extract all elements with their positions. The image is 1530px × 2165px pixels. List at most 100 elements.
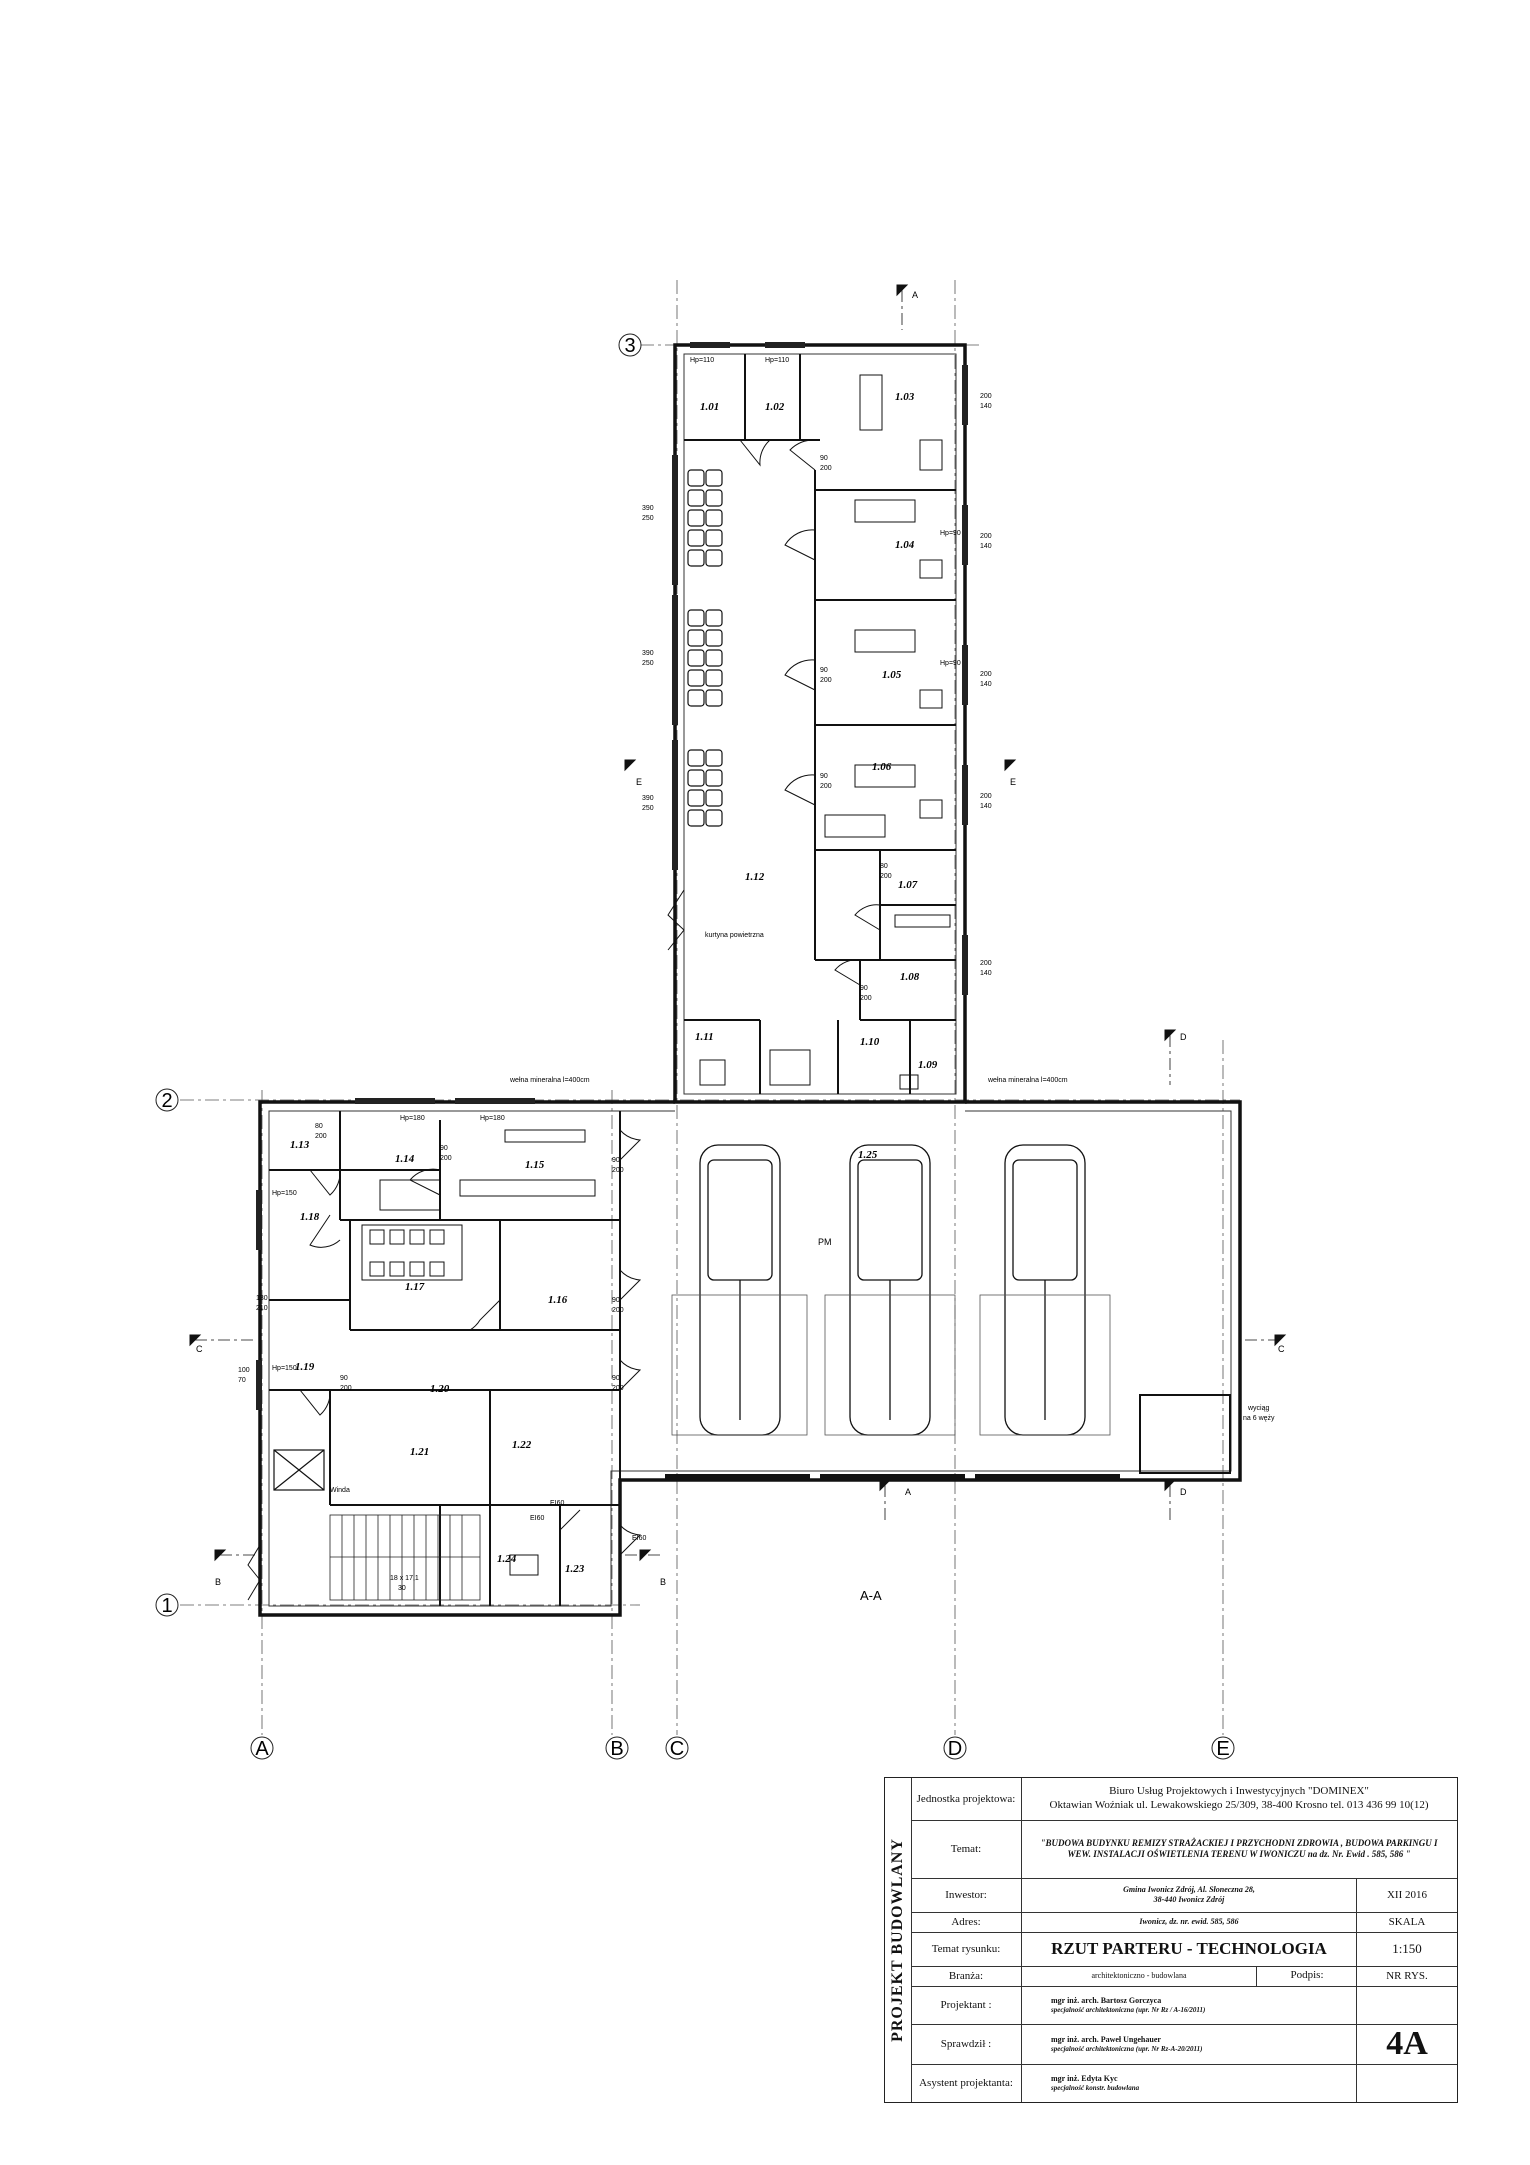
room-1-15: 1.15 bbox=[525, 1159, 545, 1171]
hose-room bbox=[1139, 1394, 1231, 1474]
section-mark-a-top: A bbox=[912, 290, 918, 300]
annotation-hp110-1: Hp=110 bbox=[690, 357, 714, 364]
projektant-name: mgr inż. arch. Bartosz Gorczyca bbox=[1051, 1995, 1162, 2005]
dim-door-6-top: 80 bbox=[315, 1123, 323, 1130]
dim-window-right-5-top: 200 bbox=[980, 960, 992, 967]
title-block-side-title: PROJEKT BUDOWLANY bbox=[889, 1838, 906, 2042]
conference-table bbox=[361, 1224, 463, 1281]
row-adres: Adres: Iwonicz, dz. nr. ewid. 585, 586 S… bbox=[911, 1912, 1457, 1933]
annotation-wyciag-1: wyciąg bbox=[1247, 1405, 1270, 1412]
temat-rysunku-label: Temat rysunku: bbox=[911, 1932, 1022, 1966]
axis-label-col-c: C bbox=[670, 1738, 684, 1760]
axis-label-col-e: E bbox=[1216, 1738, 1229, 1760]
projektant-label: Projektant : bbox=[911, 1986, 1022, 2024]
outer-walls bbox=[258, 343, 1242, 1617]
dim-window-right-2-top: 200 bbox=[980, 533, 992, 540]
dim-door-6-bottom: 200 bbox=[315, 1133, 327, 1140]
annotation-hp180-2: Hp=180 bbox=[480, 1115, 505, 1122]
annotation-stairs-2: 30 bbox=[398, 1585, 406, 1592]
section-mark-b-right: B bbox=[660, 1577, 666, 1587]
dim-window-left-1-bottom: 250 bbox=[642, 515, 654, 522]
section-lines bbox=[195, 290, 1280, 1556]
room-1-09: 1.09 bbox=[918, 1059, 938, 1071]
temat-line-2: WEW. INSTALACJI OŚWIETLENIA TERENU W IWO… bbox=[1067, 1849, 1411, 1859]
jednostka-value: Biuro Usług Projektowych i Inwestycyjnyc… bbox=[1021, 1778, 1457, 1820]
room-1-07: 1.07 bbox=[898, 879, 918, 891]
dim-door-9-top: 90 bbox=[612, 1297, 620, 1304]
annotation-ei60-1: EI60 bbox=[530, 1515, 545, 1522]
room-1-17: 1.17 bbox=[405, 1281, 425, 1293]
room-1-04: 1.04 bbox=[895, 539, 915, 551]
annotation-pm: PM bbox=[818, 1237, 832, 1247]
section-mark-c-left: C bbox=[196, 1344, 203, 1354]
dim-door-7-top: 90 bbox=[440, 1145, 448, 1152]
section-mark-b-left: B bbox=[215, 1577, 221, 1587]
dim-window-right-3-top: 200 bbox=[980, 671, 992, 678]
section-mark-d-top: D bbox=[1180, 1032, 1187, 1042]
room-1-06: 1.06 bbox=[872, 761, 892, 773]
room-1-25: 1.25 bbox=[858, 1149, 878, 1161]
annotation-welna-right: wełna mineralna l=400cm bbox=[987, 1077, 1068, 1084]
dim-window-right-4-bottom: 140 bbox=[980, 803, 992, 810]
garage-doors bbox=[665, 1474, 1120, 1480]
section-arrows bbox=[189, 284, 1287, 1562]
staircase bbox=[329, 1514, 481, 1601]
dim-window-left-2-bottom: 250 bbox=[642, 660, 654, 667]
branza-value: architektoniczno - budowlana bbox=[1091, 1971, 1187, 1980]
axis-label-row-2: 2 bbox=[161, 1090, 172, 1112]
sprawdzil-label: Sprawdził : bbox=[911, 2024, 1022, 2064]
dim-door-3-top: 90 bbox=[820, 773, 828, 780]
annotation-welna-left: wełna mineralna l=400cm bbox=[509, 1077, 590, 1084]
fire-trucks bbox=[699, 1144, 1086, 1436]
nr-rys-big-cell: 4A bbox=[1356, 2024, 1457, 2064]
row-asystent: Asystent projektanta: mgr inż. Edyta Kyc… bbox=[911, 2064, 1457, 2102]
waiting-chairs bbox=[687, 469, 723, 827]
room-1-13: 1.13 bbox=[290, 1139, 310, 1151]
row-temat-rysunku: Temat rysunku: RZUT PARTERU - TECHNOLOGI… bbox=[911, 1932, 1457, 1967]
dim-door-2-bottom: 200 bbox=[820, 677, 832, 684]
dim-door-8-bottom: 200 bbox=[612, 1167, 624, 1174]
dim-door-2-top: 90 bbox=[820, 667, 828, 674]
annotation-wyciag-2: na 6 węży bbox=[1243, 1415, 1275, 1422]
room-1-02: 1.02 bbox=[765, 401, 785, 413]
dim-door-4-top: 80 bbox=[880, 863, 888, 870]
row-temat: Temat: "BUDOWA BUDYNKU REMIZY STRAŻACKIE… bbox=[911, 1820, 1457, 1879]
dim-window-left-1-top: 390 bbox=[642, 505, 654, 512]
jednostka-line-1: Biuro Usług Projektowych i Inwestycyjnyc… bbox=[1109, 1785, 1369, 1798]
truck-bay-outlines bbox=[671, 1294, 1111, 1436]
asystent-value: mgr inż. Edyta Kyc specjalność konstr. b… bbox=[1021, 2064, 1257, 2102]
asystent-label: Asystent projektanta: bbox=[911, 2064, 1022, 2102]
nr-rys-label: NR RYS. bbox=[1386, 1970, 1428, 1982]
dim-door-8-top: 90 bbox=[612, 1157, 620, 1164]
room-1-23: 1.23 bbox=[565, 1563, 585, 1575]
room-1-20: 1.20 bbox=[430, 1383, 450, 1395]
axis-label-row-1: 1 bbox=[161, 1595, 172, 1617]
dim-door-5-bottom: 200 bbox=[860, 995, 872, 1002]
room-1-03: 1.03 bbox=[895, 391, 915, 403]
room-1-11: 1.11 bbox=[695, 1031, 714, 1043]
temat-value: "BUDOWA BUDYNKU REMIZY STRAŻACKIEJ I PRZ… bbox=[1021, 1820, 1457, 1878]
annotation-ei60-2: EI60 bbox=[632, 1535, 647, 1542]
room-1-18: 1.18 bbox=[300, 1211, 320, 1223]
main-left-walls bbox=[269, 1111, 621, 1606]
room-1-12: 1.12 bbox=[745, 871, 765, 883]
section-mark-c-right: C bbox=[1278, 1344, 1285, 1354]
main-windows bbox=[256, 1098, 535, 1410]
room-1-10: 1.10 bbox=[860, 1036, 880, 1048]
dim-door-1-bottom: 200 bbox=[820, 465, 832, 472]
exam-furniture bbox=[699, 374, 951, 1090]
section-mark-e-left: E bbox=[636, 777, 642, 787]
skala-value: 1:150 bbox=[1392, 1941, 1422, 1956]
dim-window-right-1-top: 200 bbox=[980, 393, 992, 400]
dim-door-10-top: 90 bbox=[612, 1375, 620, 1382]
dim-window-w130-top: 130 bbox=[256, 1295, 268, 1302]
axis-label-row-3: 3 bbox=[624, 335, 635, 357]
nr-rys-value-cell bbox=[1356, 1986, 1457, 2024]
axis-label-col-b: B bbox=[610, 1738, 623, 1760]
dim-door-9-bottom: 200 bbox=[612, 1307, 624, 1314]
room-1-16: 1.16 bbox=[548, 1294, 568, 1306]
dim-door-7-bottom: 200 bbox=[440, 1155, 452, 1162]
asystent-spec: specjalność konstr. budowlana bbox=[1051, 2083, 1140, 2092]
temat-line-1: "BUDOWA BUDYNKU REMIZY STRAŻACKIEJ I PRZ… bbox=[1040, 1837, 1438, 1848]
